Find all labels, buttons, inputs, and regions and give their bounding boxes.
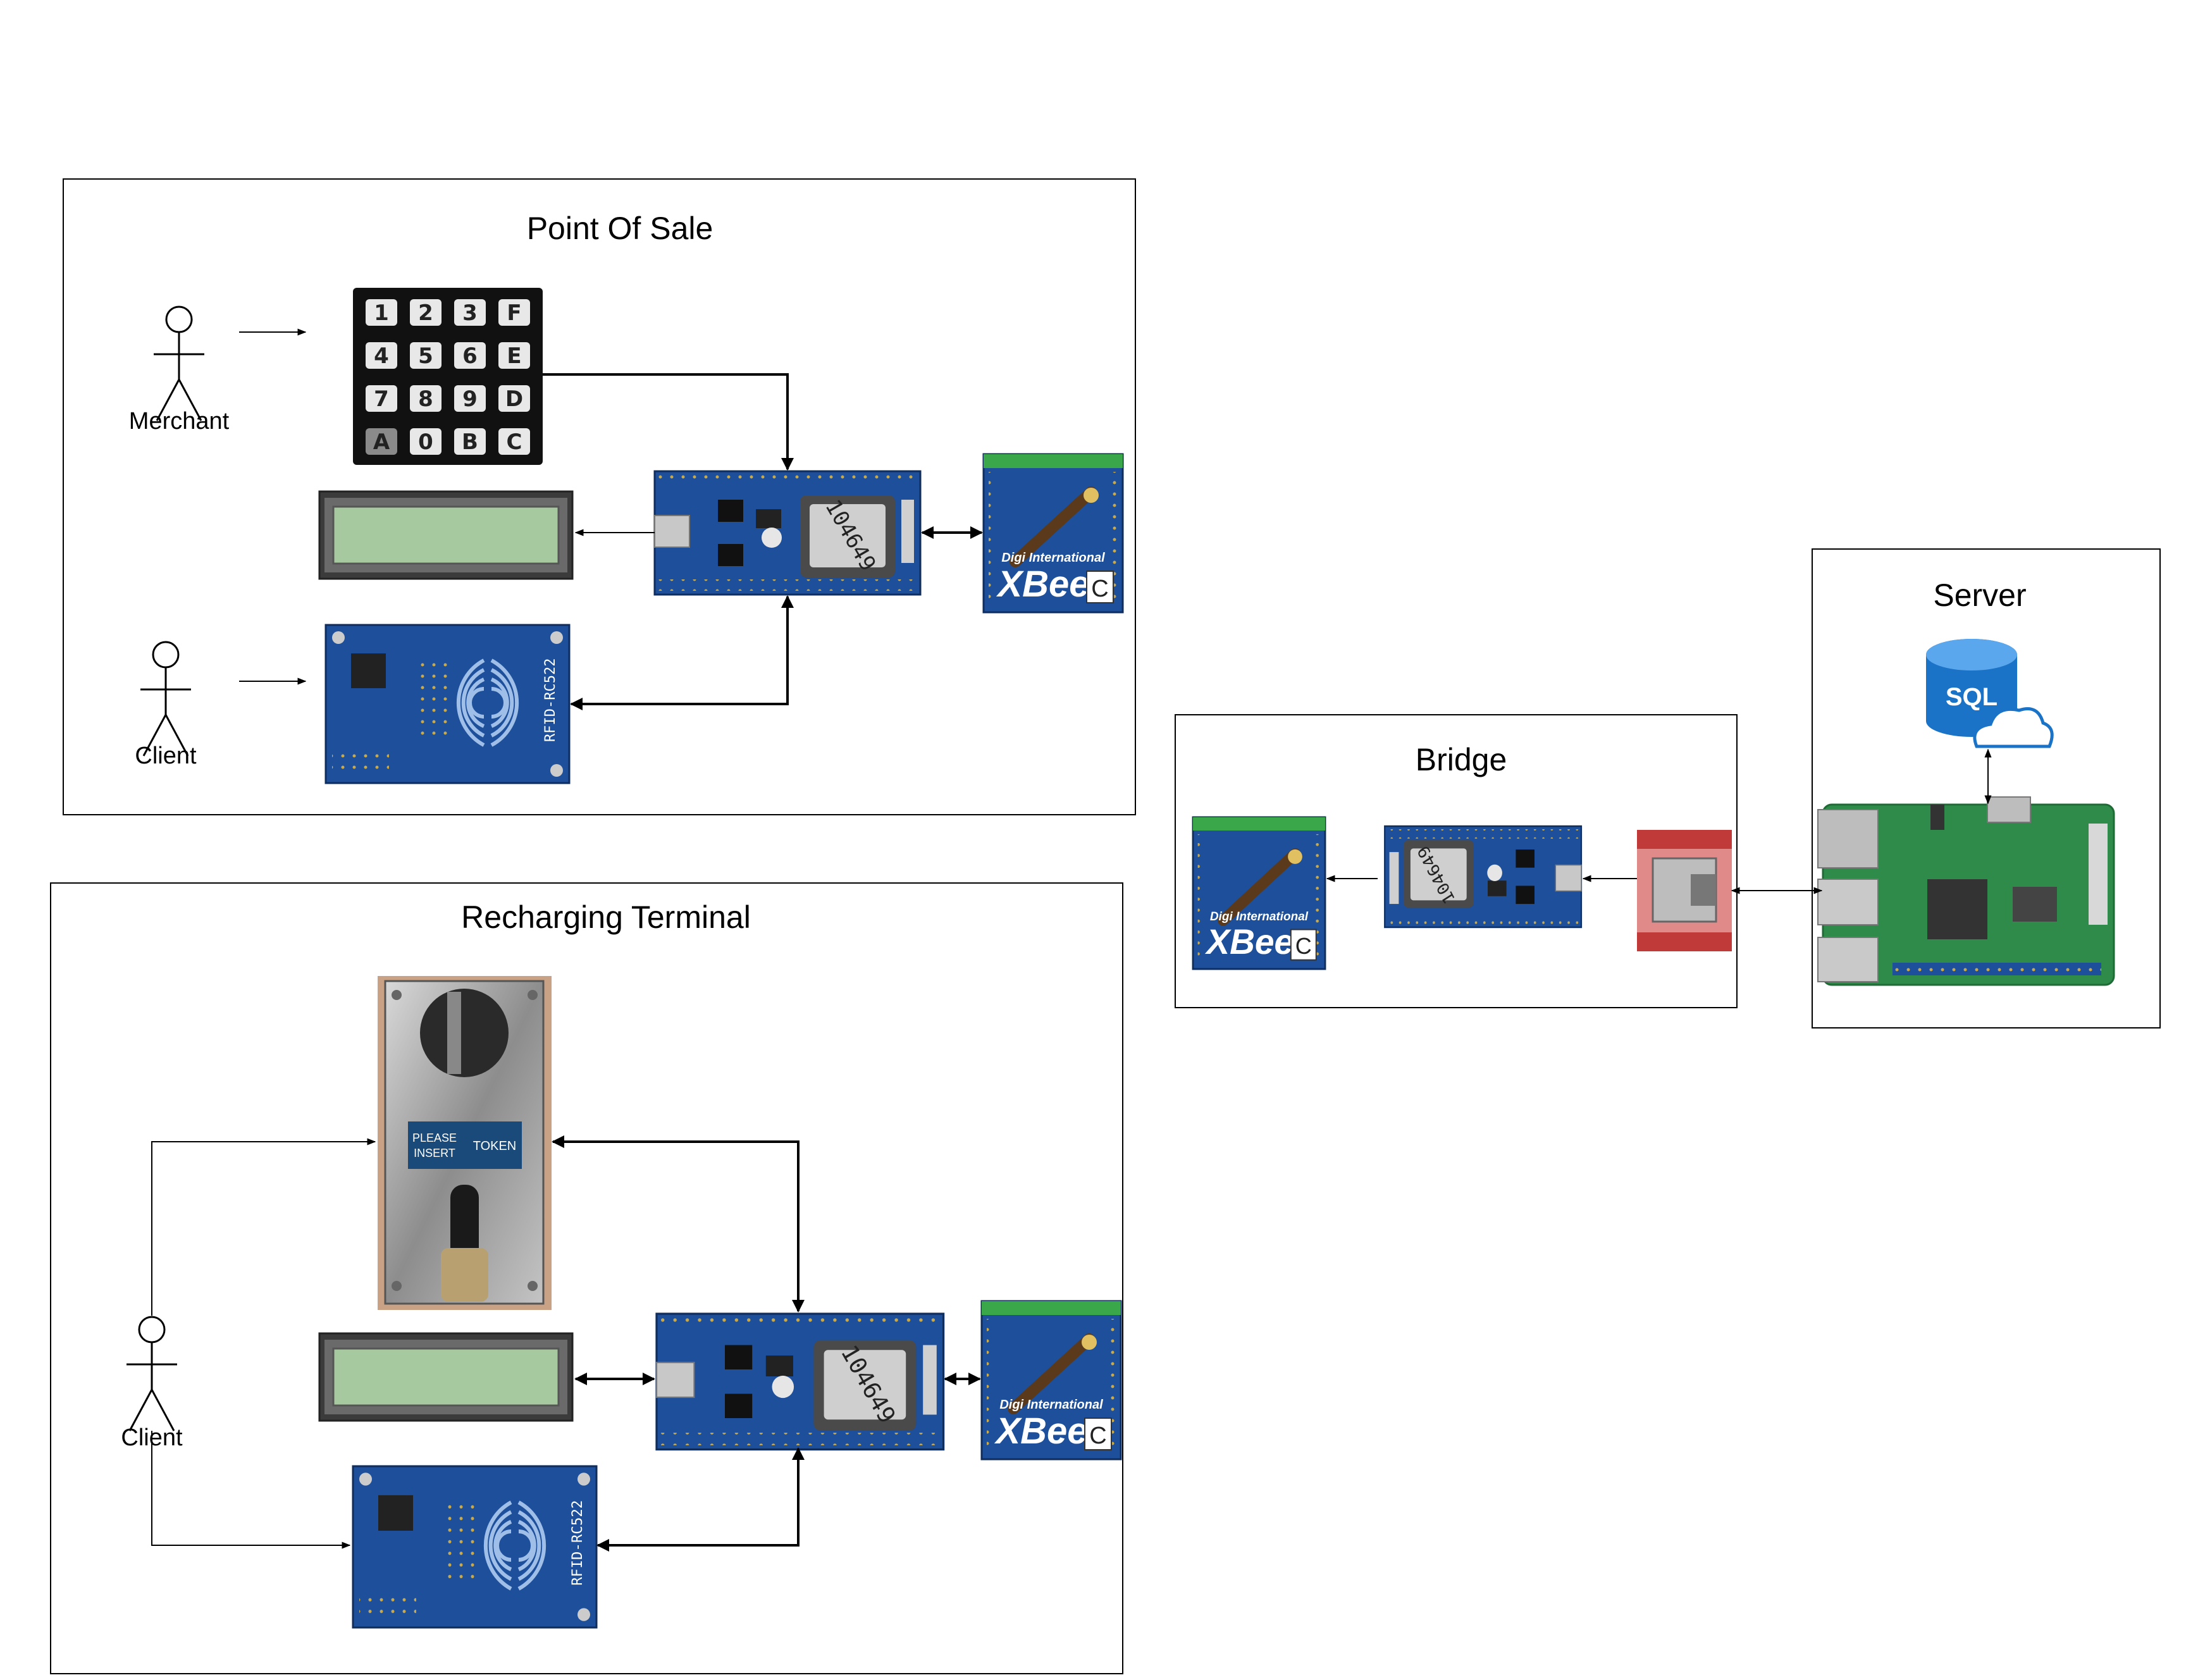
keypad-key (454, 428, 486, 455)
keypad-key-label: 6 (462, 343, 478, 369)
mcu-rfid-link (570, 595, 794, 710)
keypad-key-label: 9 (462, 386, 478, 412)
recharge-connectors (151, 1135, 981, 1552)
bridge-microcontroller-board (1383, 825, 1583, 929)
bridge-ethernet-module (1637, 830, 1732, 951)
recharge-client-actor (125, 1316, 178, 1432)
keypad-key-label: F (507, 300, 521, 326)
coin-line1: PLEASE (412, 1132, 457, 1144)
bridge-xbee-radio: Digi International (1193, 817, 1325, 969)
keypad-key (366, 299, 397, 326)
recharge-xbee-radio: Digi International (982, 1301, 1121, 1459)
keypad-key (366, 385, 397, 412)
keypad-key (366, 342, 397, 369)
pos-group-frame (63, 178, 1136, 815)
sql-database-icon: SQL (1926, 639, 2054, 748)
pos-group: Point Of Sale Merchant Client 1 2 3 F 4 5 6 E 7 8… (63, 178, 1136, 815)
client-to-rfid-arrow-rt (151, 1431, 351, 1549)
keypad-key (410, 299, 442, 326)
pos-connectors (239, 328, 983, 710)
keypad-key-label: 0 (418, 429, 433, 455)
recharge-group-title: Recharging Terminal (461, 899, 751, 935)
coin-line3: TOKEN (473, 1139, 517, 1153)
bridge-group-title: Bridge (1416, 742, 1507, 777)
recharge-group: Recharging Terminal PLEASE INSERT TOKEN … (50, 882, 1123, 1674)
client-to-coin-arrow (151, 1138, 376, 1316)
keypad-key (410, 342, 442, 369)
recharge-lcd-display (318, 1332, 574, 1422)
keypad-key-label: 5 (418, 343, 433, 369)
pos-microcontroller-board: 104649 (653, 470, 922, 596)
keypad-key (498, 342, 530, 369)
keypad-key (366, 428, 397, 455)
keypad-key (410, 385, 442, 412)
keypad-keys: 1 2 3 F 4 5 6 E 7 8 9 D A 0 B C (366, 299, 530, 455)
keypad-key (498, 428, 530, 455)
recharge-group-frame (50, 882, 1123, 1674)
keypad-to-mcu-arrow (543, 373, 794, 471)
pos-group-title: Point Of Sale (527, 211, 713, 246)
keypad-key-label: E (507, 343, 521, 369)
keypad-key-label: A (373, 429, 390, 455)
pos-keypad: 1 2 3 F 4 5 6 E 7 8 9 D A 0 B C (353, 288, 543, 465)
keypad-key (454, 342, 486, 369)
keypad-key (498, 385, 530, 412)
pos-lcd-display (318, 490, 574, 580)
recharge-rfid-label: RFID-RC522 (569, 1500, 586, 1586)
keypad-key-label: 7 (374, 386, 389, 412)
recharge-rfid-reader: RFID-RC522 (352, 1465, 598, 1629)
keypad-key-label: B (462, 429, 478, 455)
keypad-key-label: D (505, 386, 523, 412)
keypad-key-label: 1 (374, 300, 389, 326)
server-group: Server SQL (1812, 548, 2161, 1028)
raspberry-pi-board (1817, 796, 2115, 986)
server-group-frame (1812, 548, 2161, 1028)
sql-label: SQL (1946, 683, 1998, 711)
coin-line2: INSERT (414, 1147, 455, 1159)
keypad-key-label: 3 (462, 300, 478, 326)
keypad-key-label: C (507, 429, 522, 455)
pos-rfid-label: RFID-RC522 (543, 658, 559, 742)
recharge-microcontroller-board (655, 1312, 945, 1451)
pos-xbee-radio: Digi International (984, 454, 1123, 612)
mcu-coin-link (552, 1135, 805, 1312)
pos-merchant-actor (152, 306, 206, 422)
keypad-key (454, 385, 486, 412)
bridge-group: Bridge Digi International (1175, 714, 1738, 1008)
server-group-title: Server (1933, 578, 2026, 613)
pos-client-actor (139, 641, 192, 757)
keypad-key-label: 4 (374, 343, 389, 369)
mcu-rfid-link-rt (596, 1447, 805, 1552)
keypad-key (498, 299, 530, 326)
pos-merchant-label: Merchant (129, 408, 230, 435)
pos-client-label: Client (135, 743, 197, 769)
pos-rfid-reader: RFID-RC522 (324, 624, 571, 784)
bridge-group-frame (1175, 714, 1738, 1008)
keypad-key (454, 299, 486, 326)
keypad-key (410, 428, 442, 455)
keypad-key-label: 8 (418, 386, 433, 412)
keypad-key-label: 2 (418, 300, 433, 326)
coin-acceptor: PLEASE INSERT TOKEN (378, 976, 552, 1310)
